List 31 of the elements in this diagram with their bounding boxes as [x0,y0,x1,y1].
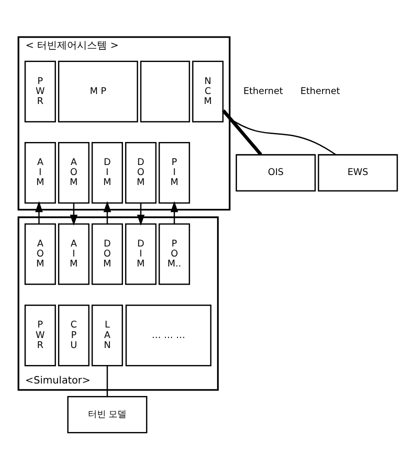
node-box: A I M [58,222,90,284]
label: Ethernet [300,85,340,96]
arrow [136,202,145,226]
node-box: EWS [318,154,398,191]
node-box: A I M [24,142,56,204]
node-box: A O M [24,222,56,284]
label: Ethernet [243,85,283,96]
node-box: A O M [58,142,90,204]
node-box: OIS [236,154,316,191]
node-box: D O M [92,222,123,284]
node-box: D I M [92,142,123,204]
node-box: 터빈 모델 [67,395,148,433]
arrow [170,200,178,224]
connector [222,108,262,156]
node-box: L A N [92,304,123,366]
node-box: P W R [24,60,56,122]
node-box: … … … [126,304,212,366]
node-box: C P U [58,304,90,366]
node-box: D I M [125,222,157,284]
node-box: M P [58,60,138,122]
connector [222,111,336,155]
node-box: N C M [192,60,224,122]
node-box: P W R [24,304,56,366]
node-box: D O M [125,142,157,204]
arrow [103,200,112,224]
arrow [70,202,78,226]
connector [106,365,108,396]
node-box: P I M [158,142,190,204]
node-box [140,60,190,122]
node-box: P O M.. [158,222,190,284]
arrow [35,200,43,224]
